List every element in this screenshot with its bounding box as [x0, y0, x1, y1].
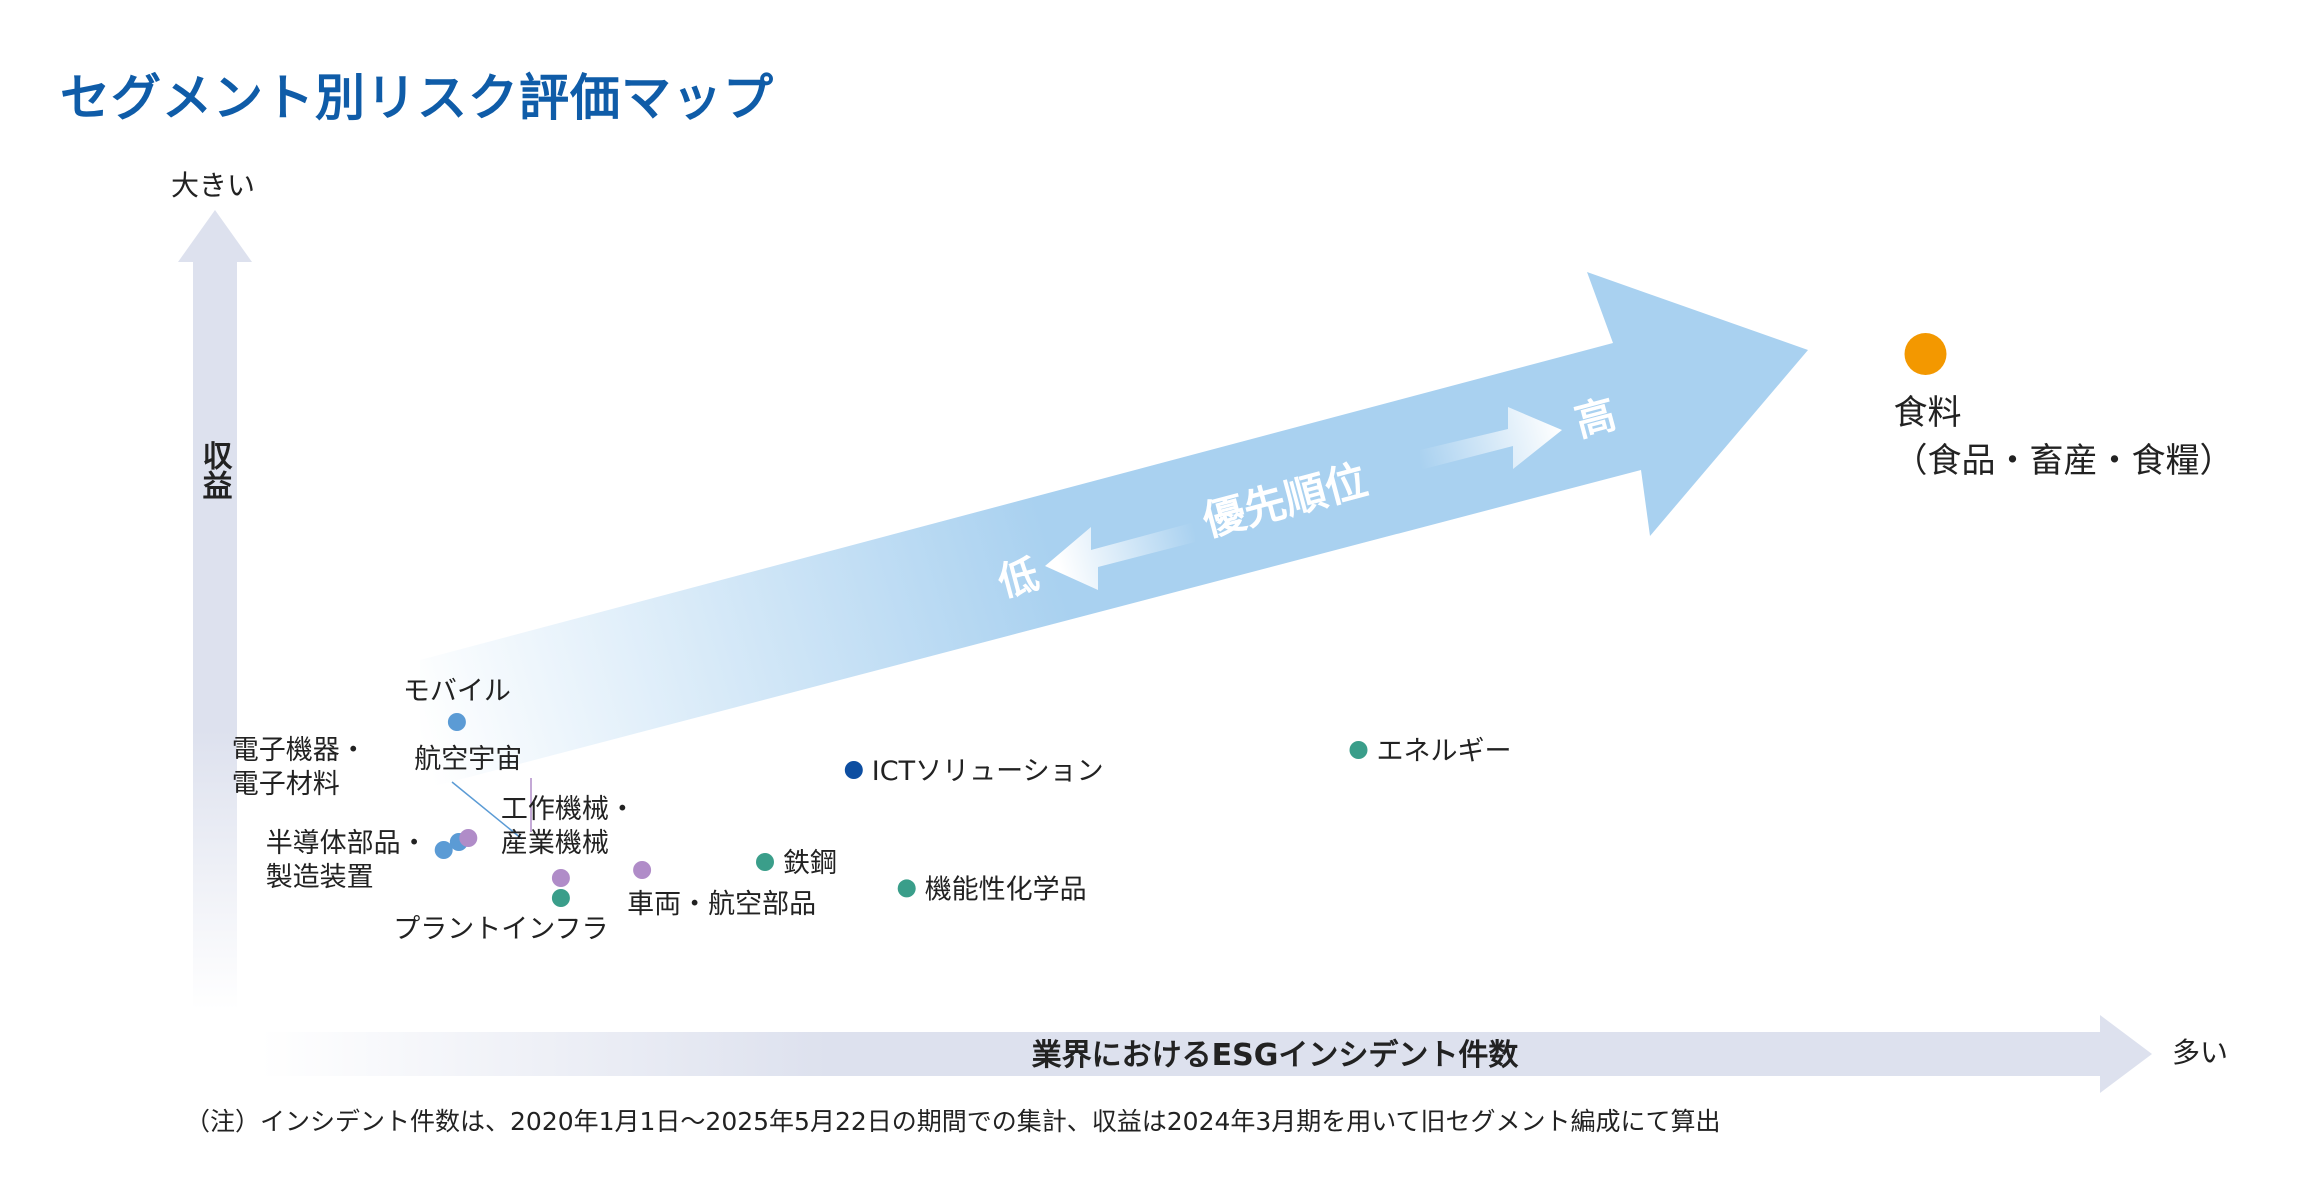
data-point — [1904, 333, 1947, 375]
data-point-label: 車両・航空部品 — [627, 889, 816, 920]
data-point-label: 機能性化学品 — [925, 874, 1087, 905]
footnote: （注）インシデント件数は、2020年1月1日～2025年5月22日の期間での集計… — [185, 1107, 1721, 1136]
data-point-label: ICTソリューション — [872, 756, 1104, 787]
page-title: セグメント別リスク評価マップ — [60, 69, 774, 127]
data-point-label: プラントインフラ — [393, 914, 608, 945]
priority-low-arrow — [1045, 522, 1195, 590]
data-point — [633, 861, 652, 879]
priority-high-arrow — [1420, 407, 1562, 470]
data-point — [434, 841, 453, 859]
data-point — [447, 713, 466, 731]
data-point — [551, 889, 570, 907]
data-point-label: 航空宇宙 — [414, 744, 522, 775]
data-point — [459, 829, 478, 847]
data-point — [551, 869, 570, 887]
data-point-label: 食料 — [1894, 393, 1962, 433]
data-point-label: 産業機械 — [501, 828, 609, 859]
data-point-label: （食品・畜産・食糧） — [1894, 441, 2234, 481]
data-point — [897, 879, 916, 898]
data-point-label: 工作機械・ — [501, 794, 636, 825]
data-point-label: 製造装置 — [266, 862, 374, 893]
x-axis-title: 業界におけるESGインシデント件数 — [1032, 1038, 1520, 1073]
data-point-label: 電子材料 — [232, 769, 340, 800]
x-axis-high-label: 多い — [2172, 1036, 2228, 1069]
leader-line-electronics — [451, 781, 523, 840]
data-point — [844, 761, 863, 779]
y-axis-title: 収益 — [197, 440, 233, 500]
data-point-label: 鉄鋼 — [783, 848, 837, 879]
data-point-label: エネルギー — [1377, 736, 1512, 767]
priority-arrow — [420, 272, 1808, 790]
x-axis-arrow — [260, 1015, 2152, 1093]
data-point — [1349, 741, 1368, 759]
data-point-label: 電子機器・ — [232, 735, 367, 766]
y-axis-arrow — [178, 210, 252, 1010]
data-point-label: 半導体部品・ — [266, 828, 428, 859]
data-point — [756, 853, 774, 871]
y-axis-high-label: 大きい — [171, 169, 255, 202]
data-point-label: モバイル — [403, 676, 511, 707]
